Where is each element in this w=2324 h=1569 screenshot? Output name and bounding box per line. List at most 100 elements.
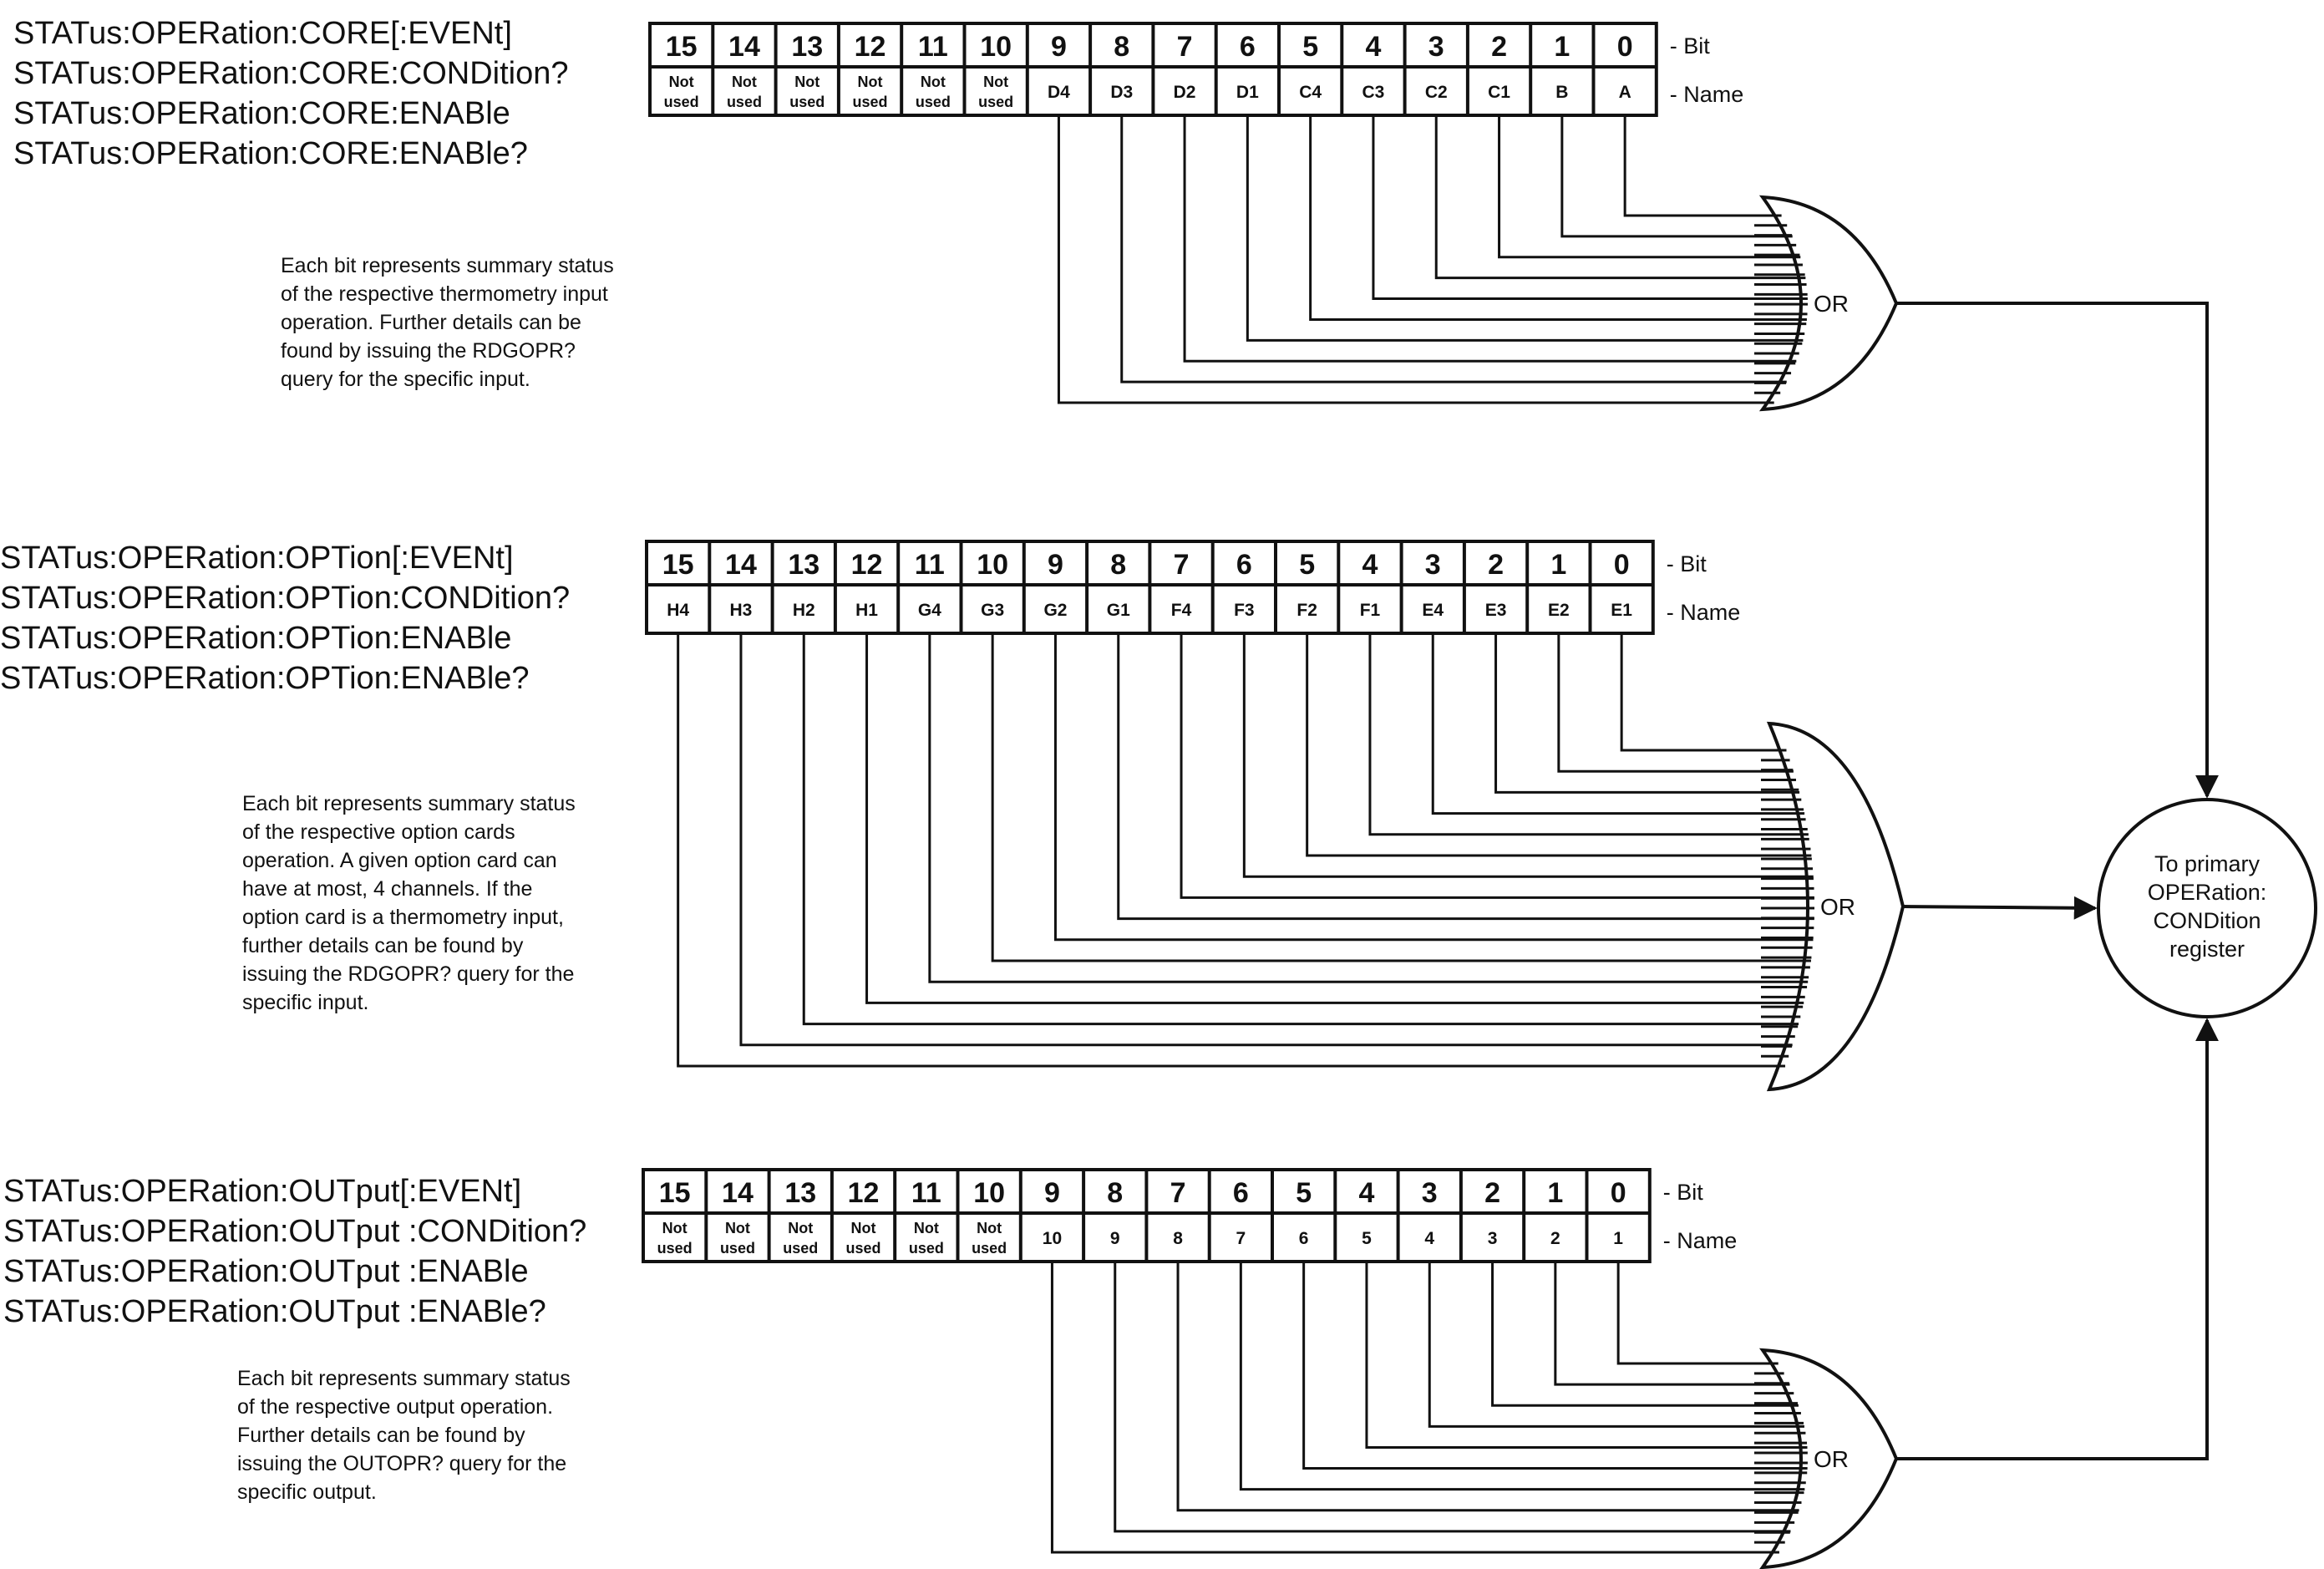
bit-route-line — [1117, 633, 1814, 921]
bit-name: 5 — [1362, 1229, 1372, 1248]
bit-name: used — [916, 94, 951, 110]
register-output: STATus:OPERation:OUTput[:EVENt]STATus:OP… — [3, 1018, 2219, 1569]
description-line: issuing the RDGOPR? query for the — [242, 962, 574, 986]
bit-name: D2 — [1174, 83, 1196, 102]
scpi-command: STATus:OPERation:OUTput :ENABle? — [3, 1294, 546, 1329]
description-line: Each bit represents summary status — [237, 1367, 571, 1390]
bit-name: Not — [794, 74, 819, 90]
bit-name: E2 — [1548, 601, 1570, 620]
bit-name: used — [972, 1240, 1007, 1257]
bit-number: 4 — [1365, 31, 1381, 63]
bit-name: 6 — [1299, 1229, 1309, 1248]
bit-number: 9 — [1048, 549, 1063, 581]
row-label-name: - Name — [1670, 82, 1744, 107]
description-line: Further details can be found by — [237, 1424, 525, 1447]
bit-route-line — [1620, 633, 1787, 752]
scpi-command: STATus:OPERation:CORE:CONDition? — [13, 56, 568, 91]
bit-number: 11 — [915, 549, 945, 581]
bit-number: 11 — [918, 31, 948, 63]
bit-name: E4 — [1422, 601, 1444, 620]
bit-number: 3 — [1425, 549, 1441, 581]
bit-name: C1 — [1488, 83, 1510, 102]
bit-number: 13 — [791, 31, 823, 63]
bit-number: 5 — [1302, 31, 1318, 63]
bit-name: Not — [977, 1220, 1002, 1236]
bit-number: 5 — [1296, 1177, 1312, 1209]
bit-route-line — [928, 633, 1809, 983]
register-option: STATus:OPERation:OPTion[:EVENt]STATus:OP… — [0, 540, 2098, 1092]
bit-name: G4 — [918, 601, 941, 620]
target-circle — [2097, 798, 2317, 1018]
description-line: of the respective output operation. — [237, 1395, 553, 1419]
bit-name: used — [789, 94, 825, 110]
bit-number: 3 — [1422, 1177, 1438, 1209]
bit-route-line — [1309, 115, 1807, 321]
bit-route-line — [1498, 115, 1801, 259]
bit-name: Not — [725, 1220, 750, 1236]
bit-number: 10 — [980, 31, 1012, 63]
row-label-name: - Name — [1667, 600, 1741, 625]
bit-route-line — [1050, 1262, 1779, 1554]
bit-number: 11 — [911, 1177, 941, 1209]
bit-route-line — [991, 633, 1811, 962]
bit-name: H1 — [855, 601, 878, 620]
bit-name: Not — [662, 1220, 688, 1236]
target-label: OPERation: — [2148, 880, 2267, 905]
bit-name: used — [909, 1240, 944, 1257]
description-line: query for the specific input. — [281, 368, 530, 391]
bit-route-line — [1616, 1262, 1779, 1365]
or-gate-label: OR — [1820, 894, 1855, 920]
bit-number: 4 — [1362, 549, 1378, 581]
bit-number: 7 — [1177, 31, 1193, 63]
bit-number: 2 — [1484, 1177, 1500, 1209]
row-label-bit: - Bit — [1670, 33, 1711, 58]
bit-route-line — [1557, 633, 1794, 773]
bit-name: E3 — [1485, 601, 1507, 620]
or-gate — [1766, 721, 1905, 1092]
bit-number: 14 — [728, 31, 760, 63]
bit-name: used — [664, 94, 699, 110]
bit-name: 2 — [1550, 1229, 1560, 1248]
description-line: operation. Further details can be — [281, 311, 581, 334]
description-line: of the respective option cards — [242, 820, 515, 844]
bit-name: H2 — [793, 601, 815, 620]
bit-name: used — [783, 1240, 818, 1257]
bit-number: 5 — [1299, 549, 1315, 581]
target-label: CONDition — [2153, 908, 2261, 933]
bit-number: 1 — [1547, 1177, 1563, 1209]
bit-number: 8 — [1110, 549, 1126, 581]
gate-output-arrow — [1896, 302, 2219, 799]
bit-name: 8 — [1173, 1229, 1183, 1248]
bit-route-line — [1120, 115, 1787, 383]
bit-name: 10 — [1043, 1229, 1062, 1248]
bit-name: Not — [914, 1220, 939, 1236]
gate-output-arrow — [1902, 896, 2098, 920]
scpi-command: STATus:OPERation:OPTion:ENABle — [0, 621, 511, 656]
bit-route-line — [1176, 1262, 1799, 1512]
bit-number: 0 — [1617, 31, 1633, 63]
bit-route-line — [1372, 115, 1808, 301]
bit-name: D1 — [1236, 83, 1259, 102]
bit-route-line — [677, 633, 1786, 1068]
bit-name: used — [978, 94, 1013, 110]
bit-route-line — [739, 633, 1793, 1047]
or-gate — [1758, 1348, 1899, 1569]
row-label-bit: - Bit — [1663, 1180, 1704, 1205]
register-core: STATus:OPERation:CORE[:EVENt]STATus:OPER… — [13, 16, 2219, 799]
bit-route-line — [1623, 115, 1782, 217]
bit-route-line — [802, 633, 1799, 1026]
bit-route-line — [1431, 633, 1805, 815]
target-label: register — [2169, 937, 2245, 962]
bit-number: 9 — [1051, 31, 1067, 63]
bit-route-line — [1491, 1262, 1799, 1407]
bit-name: Not — [788, 1220, 813, 1236]
bit-number: 15 — [666, 31, 698, 63]
bit-number: 1 — [1554, 31, 1570, 63]
bit-number: 2 — [1491, 31, 1507, 63]
bit-number: 3 — [1428, 31, 1444, 63]
description-line: of the respective thermometry input — [281, 282, 608, 306]
bit-number: 10 — [977, 549, 1008, 581]
bit-number: 8 — [1107, 1177, 1123, 1209]
bit-number: 7 — [1170, 1177, 1186, 1209]
